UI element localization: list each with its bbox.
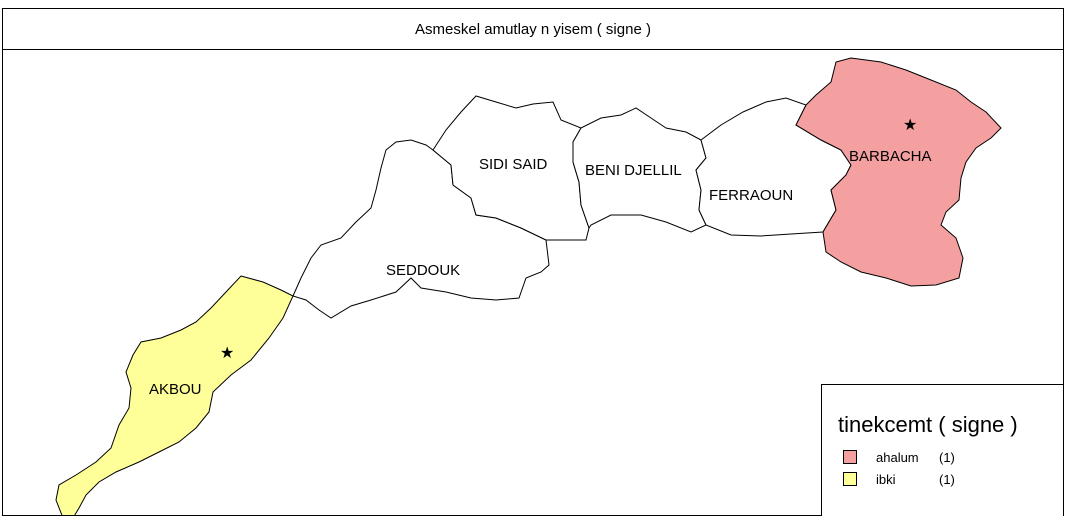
legend-label: ibki [876,472,896,487]
legend-count: (1) [939,472,955,487]
region-label-beni-djellil: BENI DJELLIL [585,162,682,179]
map-canvas: BARBACHA FERRAOUN BENI DJELLIL SIDI SAID… [55,57,1002,516]
legend-count: (1) [939,450,955,465]
region-akbou[interactable] [55,275,294,516]
map-title: Asmeskel amutlay n yisem ( signe ) [415,21,651,38]
legend: tinekcemt ( signe ) ahalum (1) ibki (1) [821,384,1064,516]
region-label-akbou: AKBOU [149,381,202,398]
legend-swatch [843,450,857,464]
legend-label: ahalum [876,450,919,465]
region-barbacha[interactable] [795,57,1002,287]
region-label-barbacha: BARBACHA [849,148,932,165]
region-label-ferraoun: FERRAOUN [709,187,793,204]
legend-title: tinekcemt ( signe ) [838,412,1018,437]
legend-swatch [843,472,857,486]
region-label-seddouk: SEDDOUK [386,262,460,279]
region-label-sidi-said: SIDI SAID [479,156,548,173]
map-area: BARBACHA FERRAOUN BENI DJELLIL SIDI SAID… [2,50,1064,516]
map-title-bar: Asmeskel amutlay n yisem ( signe ) [2,8,1064,50]
star-icon: ★ [220,343,234,362]
star-icon: ★ [903,115,917,134]
